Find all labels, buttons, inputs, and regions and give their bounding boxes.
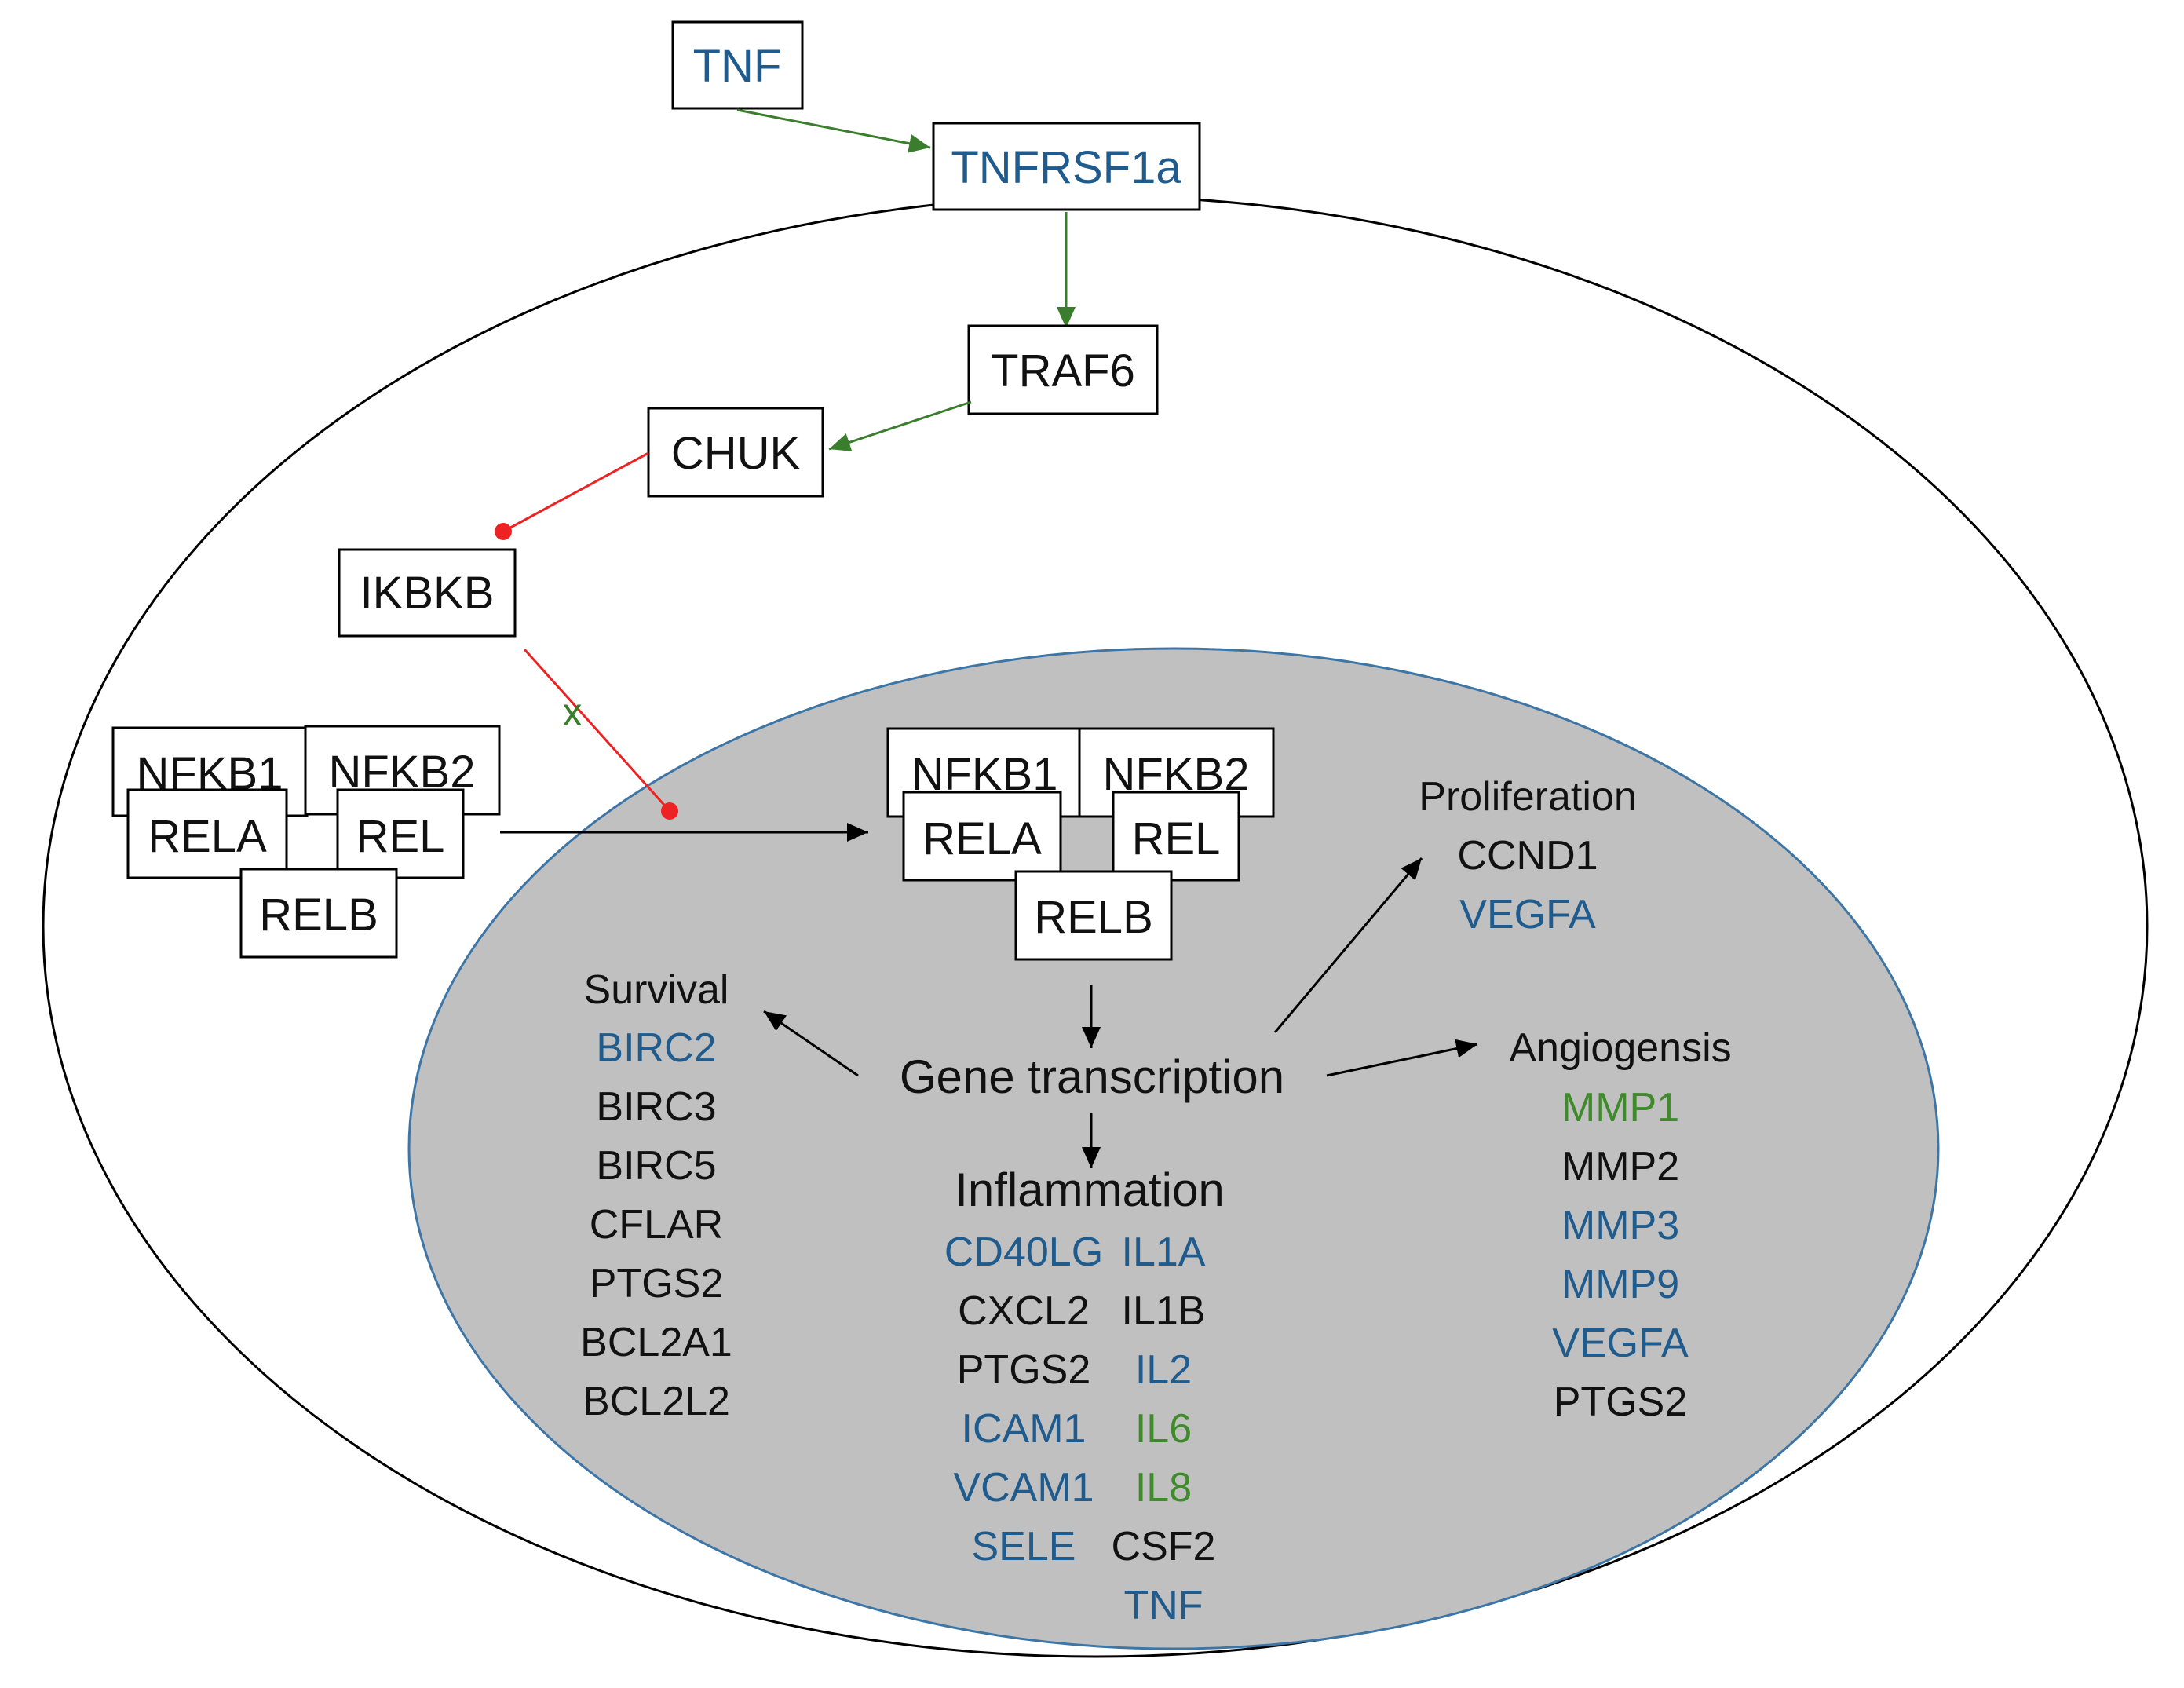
proliferation-title: Proliferation: [1419, 774, 1636, 820]
gene-label: IL8: [1135, 1465, 1192, 1511]
gene-label: BIRC2: [596, 1025, 716, 1071]
gene-label: IL6: [1135, 1406, 1192, 1452]
gene-label: MMP2: [1561, 1144, 1679, 1189]
gene-label: CFLAR: [590, 1202, 723, 1248]
tnfrsf1a-label: TNFRSF1a: [951, 142, 1181, 193]
gene-label: PTGS2: [957, 1347, 1091, 1393]
nuclear-box-relb: [1014, 870, 1173, 961]
nuclear-box-rela: [902, 791, 1062, 882]
chuk-inhibits-ikbkb-line: [502, 451, 649, 533]
ikbkb-label: IKBKB: [360, 568, 495, 619]
gene-label: CXCL2: [958, 1288, 1090, 1334]
gene-label: BIRC3: [596, 1084, 716, 1130]
blocked-inhibition-mark: x: [563, 690, 583, 734]
complex-box-rela: [126, 788, 288, 879]
survival-title: Survival: [584, 967, 729, 1013]
gene-label: BCL2A1: [580, 1320, 732, 1365]
tnf-box: [671, 20, 804, 110]
gene-label: ICAM1: [962, 1406, 1087, 1452]
complex-box-rel: [336, 788, 465, 879]
gene-label: TNF: [1123, 1583, 1203, 1628]
gene-label: VEGFA: [1459, 892, 1596, 937]
gene-label: IL2: [1135, 1347, 1192, 1393]
traf6-label: TRAF6: [991, 345, 1135, 396]
chuk-label: CHUK: [671, 428, 801, 479]
tnfrsf1a-box: [932, 122, 1201, 211]
gene-label: PTGS2: [1554, 1379, 1688, 1425]
traf6-to-chuk-arrow: [828, 400, 972, 451]
complex-box-relb: [239, 868, 398, 959]
nucleus: [407, 647, 1940, 1650]
gene-label: PTGS2: [590, 1261, 724, 1306]
inflammation-title: Inflammation: [955, 1164, 1224, 1216]
transcription-to-survival-arrow: [763, 1010, 859, 1077]
gene-label: BIRC5: [596, 1143, 716, 1189]
ikbkb-inhibition-end: [661, 802, 678, 820]
cytoplasm-nfkb-complex: NFKB1 NFKB2 RELA REL RELB: [111, 725, 501, 959]
gene-label: VCAM1: [953, 1465, 1094, 1511]
nuclear-label-rela: RELA: [922, 813, 1042, 864]
gene-label: CCND1: [1457, 833, 1598, 879]
gene-transcription-label: Gene transcription: [900, 1050, 1284, 1103]
chuk-inhibits-ikbkb-end: [495, 523, 512, 540]
tnf-to-tnfrsf1a-arrow: [736, 108, 931, 153]
tnf-label: TNF: [693, 41, 782, 92]
complex-label-relb: RELB: [259, 890, 378, 941]
transcription-to-angiogenesis-arrow: [1326, 1039, 1478, 1077]
gene-label: IL1B: [1122, 1288, 1206, 1334]
gene-label: SELE: [972, 1524, 1076, 1569]
traf6-box: [967, 324, 1159, 415]
gene-label: BCL2L2: [583, 1379, 730, 1424]
gene-label: IL1A: [1122, 1229, 1206, 1275]
complex-label-rel: REL: [356, 811, 445, 862]
angiogenesis-title: Angiogensis: [1509, 1025, 1731, 1071]
gene-label: CSF2: [1112, 1524, 1216, 1569]
nuclear-label-relb: RELB: [1034, 892, 1153, 943]
nucleus-nfkb-complex: NFKB1 NFKB2 RELA REL RELB: [886, 727, 1275, 961]
ikbkb-box: [338, 548, 517, 638]
chuk-box: [647, 407, 824, 498]
transcription-to-proliferation-arrow: [1273, 857, 1423, 1033]
nuclear-label-rel: REL: [1132, 813, 1221, 864]
gene-label: CD40LG: [944, 1229, 1103, 1275]
complex-label-rela: RELA: [148, 811, 267, 862]
gene-label: MMP3: [1561, 1203, 1679, 1248]
gene-label: MMP1: [1561, 1085, 1679, 1131]
nuclear-box-rel: [1112, 791, 1240, 882]
gene-label: MMP9: [1561, 1262, 1679, 1307]
ikbkb-inhibition-line: [523, 648, 671, 813]
gene-label: VEGFA: [1552, 1321, 1689, 1366]
